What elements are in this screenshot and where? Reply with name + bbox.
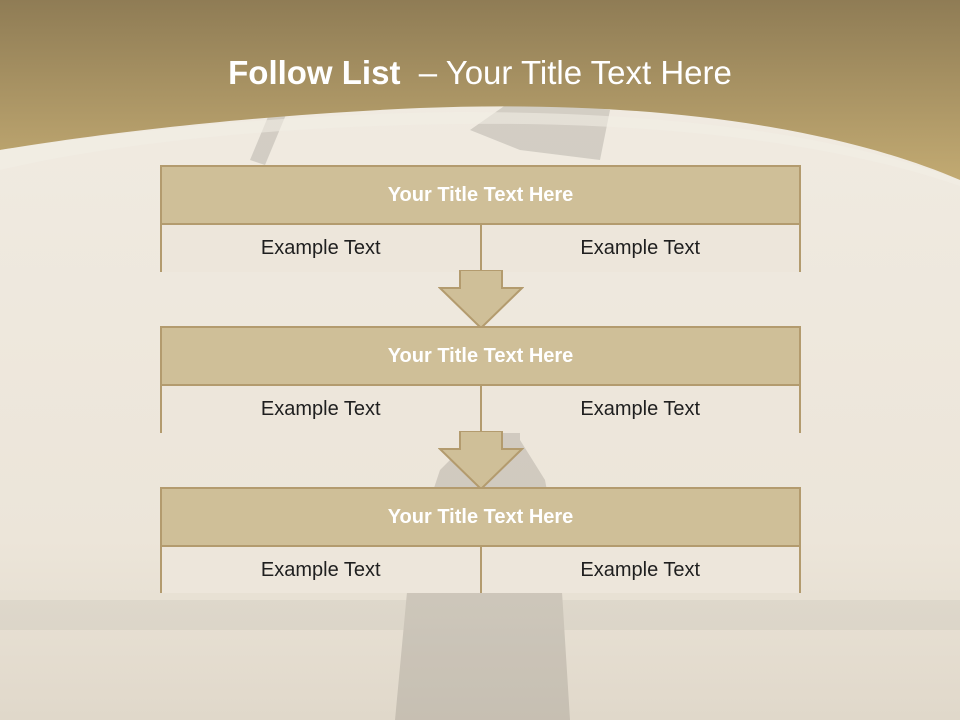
slide-title: Follow List – Your Title Text Here bbox=[0, 54, 960, 92]
step-cell-right: Example Text bbox=[479, 386, 799, 433]
step-block-2: Your Title Text Here Example Text Exampl… bbox=[160, 326, 801, 433]
step-cell-left: Example Text bbox=[162, 386, 480, 433]
down-arrow-icon bbox=[438, 270, 524, 330]
step-block-1: Your Title Text Here Example Text Exampl… bbox=[160, 165, 801, 272]
step-cell-right: Example Text bbox=[479, 547, 799, 593]
slide-title-rest: – Your Title Text Here bbox=[400, 54, 732, 91]
down-arrow-icon bbox=[438, 431, 524, 491]
slide-title-bold: Follow List bbox=[228, 54, 401, 91]
step-block-3: Your Title Text Here Example Text Exampl… bbox=[160, 487, 801, 593]
step-header: Your Title Text Here bbox=[162, 489, 799, 547]
step-header: Your Title Text Here bbox=[162, 167, 799, 225]
step-cell-left: Example Text bbox=[162, 225, 480, 272]
step-header: Your Title Text Here bbox=[162, 328, 799, 386]
step-cell-right: Example Text bbox=[479, 225, 799, 272]
step-cell-left: Example Text bbox=[162, 547, 480, 593]
header-band bbox=[0, 0, 960, 180]
header-curve-highlight bbox=[0, 112, 960, 186]
